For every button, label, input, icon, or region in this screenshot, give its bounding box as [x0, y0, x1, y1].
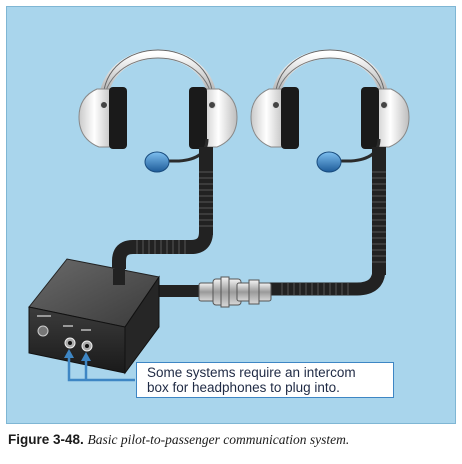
right-headset-cord — [269, 165, 386, 296]
right-boom-mic-icon — [316, 151, 342, 173]
figure-panel: Some systems require an intercom box for… — [6, 6, 456, 424]
headset-right-icon — [250, 49, 410, 173]
left-headset-cord — [112, 165, 213, 269]
callout-line-2: box for headphones to plug into. — [147, 380, 340, 395]
figure-caption-text: Basic pilot-to-passenger communication s… — [87, 432, 350, 447]
inline-connector-icon — [198, 276, 272, 308]
callout-box: Some systems require an intercom box for… — [136, 362, 394, 398]
callout-line-1: Some systems require an intercom — [147, 365, 356, 380]
left-boom-mic-icon — [144, 151, 170, 173]
callout-arrow-icon — [64, 349, 135, 382]
communication-system-illustration — [28, 49, 410, 382]
intercom-box-icon — [28, 258, 160, 375]
headset-left-icon — [78, 49, 238, 173]
left-coil-vertical — [199, 165, 213, 235]
figure-label: Figure 3-48. — [8, 432, 84, 447]
figure-caption: Figure 3-48. Basic pilot-to-passenger co… — [8, 432, 458, 448]
